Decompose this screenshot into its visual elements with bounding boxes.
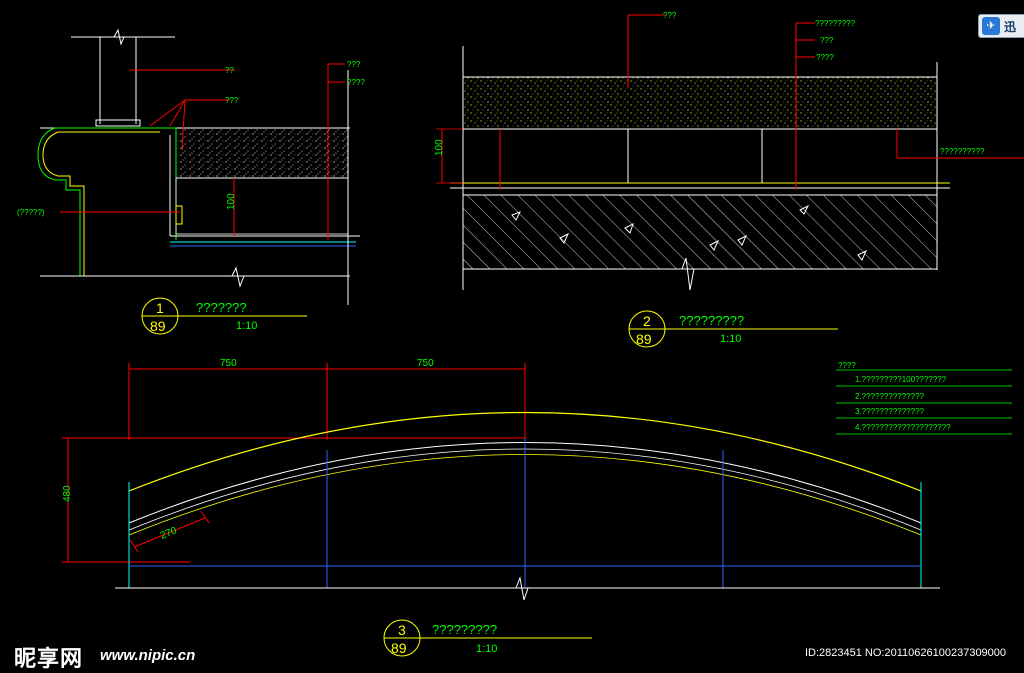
watermark-url: www.nipic.cn — [100, 647, 196, 664]
detail-2-leader-r3: ???? — [816, 53, 834, 62]
detail-1-leader-b: ??? — [225, 96, 239, 105]
detail-3-number: 3 — [398, 622, 406, 638]
detail-2-sheet: 89 — [636, 331, 652, 347]
detail-1-title: ??????? — [196, 300, 247, 315]
detail-3-scale: 1:10 — [476, 643, 497, 655]
detail-2-leader-right: ?????????? — [940, 147, 985, 156]
detail-3-sheet: 89 — [391, 640, 407, 656]
watermark-logo: 昵享网 — [14, 647, 84, 672]
detail-2-title: ????????? — [679, 313, 744, 328]
detail-1-dim-height: 100 — [226, 193, 237, 210]
watermark-id: ID:2823451 NO:20110626100237309000 — [805, 647, 1007, 659]
detail-2-scale: 1:10 — [720, 333, 741, 345]
detail-2-leader-r1: ????????? — [815, 19, 856, 28]
detail-2-drawing: 100 ??? ????????? ??? ???? ?????????? — [434, 11, 1024, 291]
notes-item: 4.???????????????????? — [855, 423, 951, 432]
detail-3-dim-right: 750 — [417, 358, 434, 369]
detail-2-leader-r2: ??? — [820, 36, 834, 45]
notes-item: 1.?????????100??????? — [855, 375, 947, 384]
floating-app-chip[interactable]: ✈ 迅 — [978, 14, 1024, 38]
chip-label: 迅 — [1004, 19, 1017, 34]
detail-2-number: 2 — [643, 313, 651, 329]
detail-1-title-block: 1 89 ??????? 1:10 — [141, 297, 307, 335]
detail-1-drawing: 100 ?? ??? ??? ???? (?????) — [17, 28, 365, 305]
detail-1-leader-left: (?????) — [17, 208, 45, 217]
detail-1-scale: 1:10 — [236, 320, 257, 332]
notes-title: ???? — [838, 361, 856, 370]
detail-1-leader-d: ???? — [347, 78, 365, 87]
detail-2-leader-top: ??? — [663, 11, 677, 20]
detail-1-sheet: 89 — [150, 318, 166, 334]
detail-3-title-block: 3 89 ????????? 1:10 — [383, 619, 592, 657]
detail-2-dim-height: 100 — [434, 139, 445, 156]
notes-block: ???? 1.?????????100??????? 2.???????????… — [836, 361, 1012, 435]
detail-2-title-block: 2 89 ????????? 1:10 — [628, 310, 838, 348]
detail-3-dim-seg: 270 — [159, 525, 179, 542]
detail-1-leader-c: ??? — [347, 60, 361, 69]
detail-3-dim-left: 750 — [220, 358, 237, 369]
detail-1-leader-a: ?? — [225, 66, 234, 75]
bird-icon: ✈ — [982, 17, 1000, 35]
detail-3-dim-height: 480 — [62, 485, 73, 502]
notes-item: 3.?????????????? — [855, 407, 925, 416]
detail-3-title: ????????? — [432, 622, 497, 637]
detail-1-number: 1 — [156, 300, 164, 316]
detail-3-drawing: 750 750 480 270 — [62, 358, 940, 601]
notes-item: 2.?????????????? — [855, 392, 925, 401]
